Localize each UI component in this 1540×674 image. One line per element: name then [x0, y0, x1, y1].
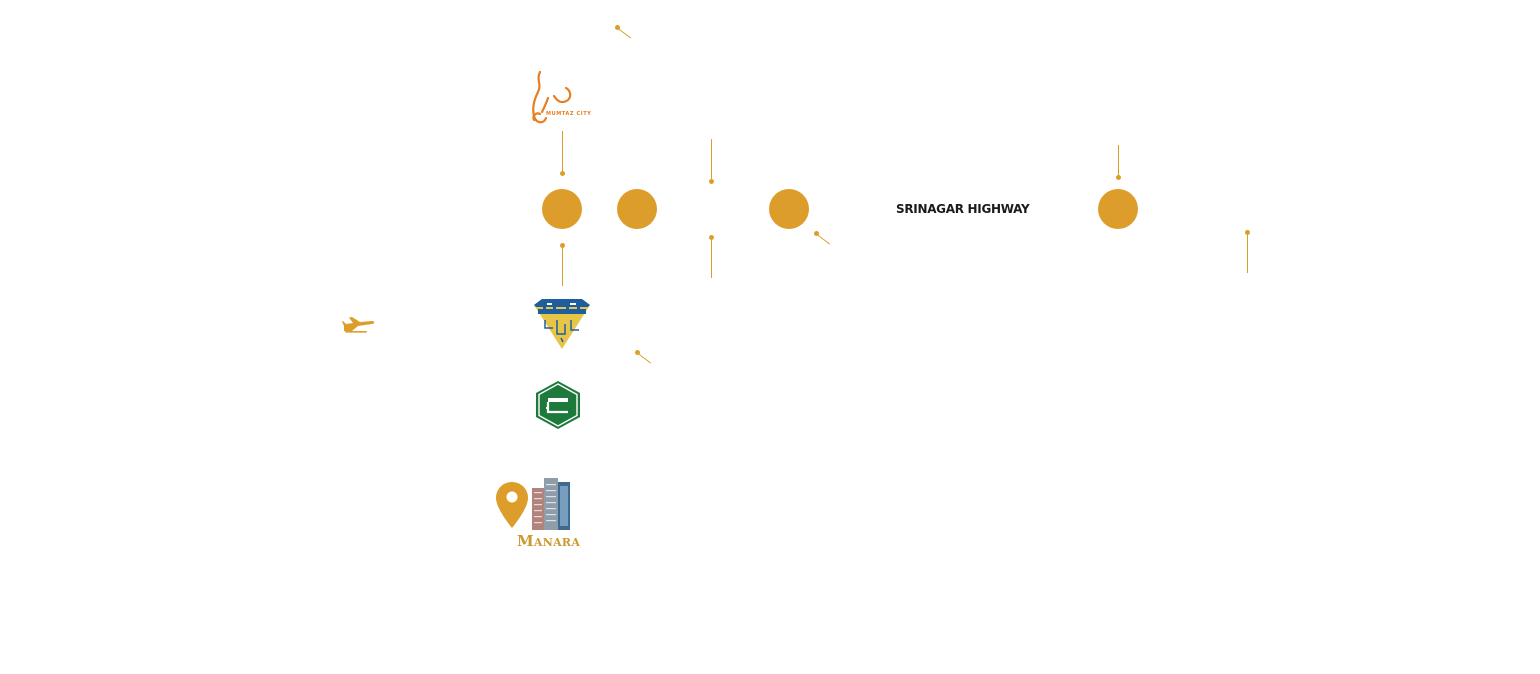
- connector-dot: [1116, 175, 1121, 180]
- mumtaz-city-logo[interactable]: [528, 68, 598, 128]
- connector-dot: [1245, 230, 1250, 235]
- map-point-circle[interactable]: [1098, 189, 1138, 229]
- airplane-icon[interactable]: [342, 317, 376, 335]
- connector-line: [562, 131, 563, 173]
- mumtaz-city-label: MUMTAZ CITY: [546, 111, 592, 117]
- map-point-circle[interactable]: [769, 189, 809, 229]
- mumtaz-city-icon: [532, 70, 572, 124]
- map-point-circle[interactable]: [617, 189, 657, 229]
- green-hexagon-logo[interactable]: [534, 380, 582, 430]
- manara-building-image: [530, 476, 572, 530]
- connector-dot: [709, 235, 714, 240]
- connector-line: [1247, 233, 1248, 273]
- road-label-srinagar-highway: SRINAGAR HIGHWAY: [896, 202, 1030, 216]
- connector-line: [562, 246, 563, 286]
- connector-dot: [709, 179, 714, 184]
- diamond-emblem-logo[interactable]: [533, 298, 591, 350]
- location-pin-icon[interactable]: [495, 481, 529, 529]
- connector-line: [711, 139, 712, 181]
- connector-dot: [814, 231, 819, 236]
- connector-line: [1118, 145, 1119, 177]
- manara-label: Manara: [517, 532, 581, 550]
- connector-dot: [560, 243, 565, 248]
- connector-line: [637, 353, 652, 364]
- connector-dot: [560, 171, 565, 176]
- map-point-circle[interactable]: [542, 189, 582, 229]
- connector-line: [816, 234, 831, 245]
- connector-dot: [635, 350, 640, 355]
- connector-line: [711, 238, 712, 278]
